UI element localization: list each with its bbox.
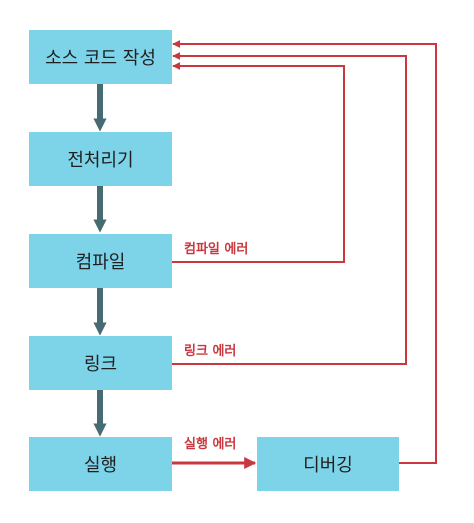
compile-error-loop: [172, 62, 345, 263]
link-error-loop: [172, 52, 407, 365]
preprocessor-box: 전처리기: [29, 132, 172, 186]
compile-box: 컴파일: [29, 234, 172, 288]
link-label: 링크: [83, 354, 118, 375]
preprocessor-label: 전처리기: [67, 150, 134, 171]
compile-label: 컴파일: [75, 252, 126, 273]
link-box: 링크: [29, 336, 172, 390]
debug-box: 디버깅: [257, 437, 399, 491]
link-error-label: 링크 에러: [184, 344, 237, 359]
debug-loop: [172, 40, 437, 464]
debug-label: 디버깅: [303, 455, 353, 476]
run-box: 실행: [29, 437, 172, 491]
source-code-box: 소스 코드 작성: [29, 30, 172, 84]
source-code-label: 소스 코드 작성: [45, 48, 156, 69]
runtime-error-label: 실행 에러: [184, 437, 237, 452]
run-label: 실행: [83, 455, 118, 476]
compile-error-label: 컴파일 에러: [184, 242, 249, 257]
